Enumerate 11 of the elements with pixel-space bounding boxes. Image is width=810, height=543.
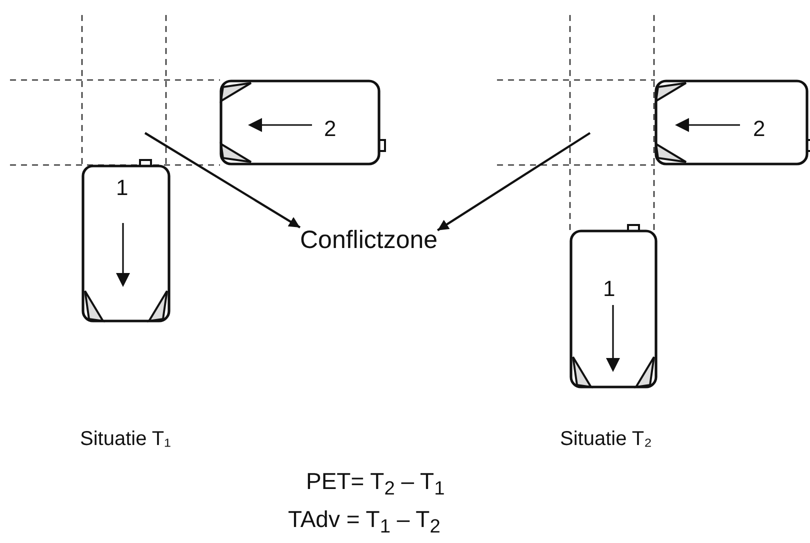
formula: TAdv = T$_{1}$ – T$_{2}$ (288, 506, 440, 539)
vehicle-number: 2 (324, 118, 336, 140)
vehicle-number: 1 (603, 278, 616, 300)
situation-caption: Situatie T₁ (80, 428, 171, 451)
situation-caption: Situatie T₂ (560, 428, 652, 451)
vehicle-number: 1 (116, 177, 128, 199)
zone-label: Conflictzone (300, 226, 438, 255)
arrow (436, 132, 591, 232)
arrow (144, 132, 301, 228)
vehicle-number: 2 (753, 118, 766, 140)
formula: PET= T$_{2}$ – T$_{1}$ (306, 468, 445, 501)
